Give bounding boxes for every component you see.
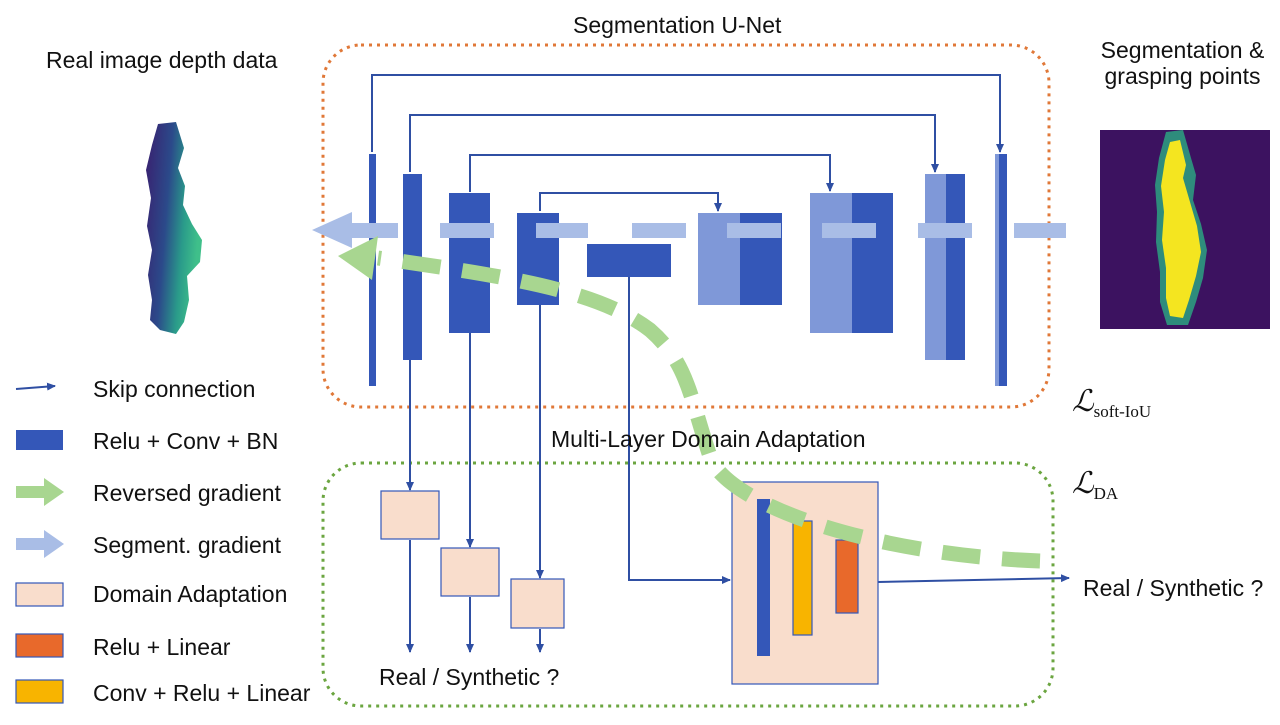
legend-conv-relu-linear-icon bbox=[15, 679, 64, 704]
domain-adaptation-block-3 bbox=[510, 578, 565, 629]
da-loss: ℒDA bbox=[1072, 466, 1118, 504]
domain-adaptation-region bbox=[321, 461, 1055, 708]
large-da-output bbox=[877, 574, 1070, 583]
decoder-block-3-skip bbox=[810, 193, 852, 333]
decoder-block-1 bbox=[999, 154, 1007, 386]
encoder-block-3 bbox=[449, 193, 490, 333]
domain-adaptation-title: Multi-Layer Domain Adaptation bbox=[551, 426, 866, 452]
unet-title: Segmentation U-Net bbox=[573, 12, 782, 38]
legend-reversed-gradient-icon bbox=[16, 478, 64, 506]
relu-linear-layer bbox=[835, 539, 859, 614]
legend-conv-block-label: Relu + Conv + BN bbox=[93, 428, 279, 454]
depth-image bbox=[146, 122, 202, 334]
small-da-blocks bbox=[380, 490, 565, 629]
skip-connection-4 bbox=[539, 192, 722, 212]
conv-relu-linear-layer bbox=[792, 520, 813, 636]
legend-relu-linear-label: Relu + Linear bbox=[93, 634, 231, 660]
soft-iou-loss: ℒsoft-IoU bbox=[1072, 384, 1151, 422]
legend-domain-adaptation-label: Domain Adaptation bbox=[93, 581, 288, 607]
skip-connection-2 bbox=[409, 114, 939, 173]
skip-connections bbox=[371, 74, 1004, 212]
segment-gradient-arrow bbox=[312, 212, 1066, 248]
skip-connection-1 bbox=[371, 74, 1004, 153]
reversed-gradient-arrowhead bbox=[338, 236, 378, 280]
legend-icons bbox=[15, 382, 64, 704]
decoder-block-2 bbox=[946, 174, 965, 360]
da-loss-symbol: ℒ bbox=[1072, 466, 1094, 501]
reversed-gradient-curve bbox=[376, 250, 1041, 569]
legend-relu-linear-icon bbox=[15, 633, 64, 658]
legend-segment-gradient-label: Segment. gradient bbox=[93, 532, 281, 558]
legend-domain-adaptation-icon bbox=[15, 582, 64, 607]
soft-iou-loss-subscript: soft-IoU bbox=[1093, 402, 1152, 421]
legend-reversed-gradient-label: Reversed gradient bbox=[93, 480, 281, 506]
decoder-block-1-skip bbox=[995, 154, 999, 386]
small-da-output-label: Real / Synthetic ? bbox=[379, 664, 560, 690]
branch-bottleneck bbox=[628, 277, 731, 584]
legend-segment-gradient-icon bbox=[16, 530, 64, 558]
domain-adaptation-block-1 bbox=[380, 490, 440, 540]
bottleneck-block bbox=[587, 244, 671, 277]
decoder-block-2-skip bbox=[925, 174, 946, 360]
domain-adaptation-block-2 bbox=[440, 547, 500, 597]
conv-layer bbox=[757, 499, 770, 656]
mask-foreground bbox=[1161, 140, 1201, 318]
legend-skip-connection-label: Skip connection bbox=[93, 376, 256, 402]
skip-connection-3 bbox=[469, 154, 834, 192]
legend-skip-arrow-icon bbox=[15, 382, 56, 391]
large-da-output-label: Real / Synthetic ? bbox=[1083, 575, 1264, 601]
legend-conv-relu-linear-label: Conv + Relu + Linear bbox=[93, 680, 311, 706]
segment-gradient-arrowhead bbox=[312, 212, 352, 248]
da-loss-subscript: DA bbox=[1093, 484, 1119, 503]
soft-iou-loss-symbol: ℒ bbox=[1072, 384, 1094, 419]
decoder-block-3 bbox=[852, 193, 893, 333]
legend-conv-block-icon bbox=[16, 430, 63, 450]
domain-branches bbox=[406, 277, 1070, 653]
output-title: Segmentation & grasping points bbox=[1100, 37, 1265, 90]
input-title: Real image depth data bbox=[46, 47, 278, 73]
